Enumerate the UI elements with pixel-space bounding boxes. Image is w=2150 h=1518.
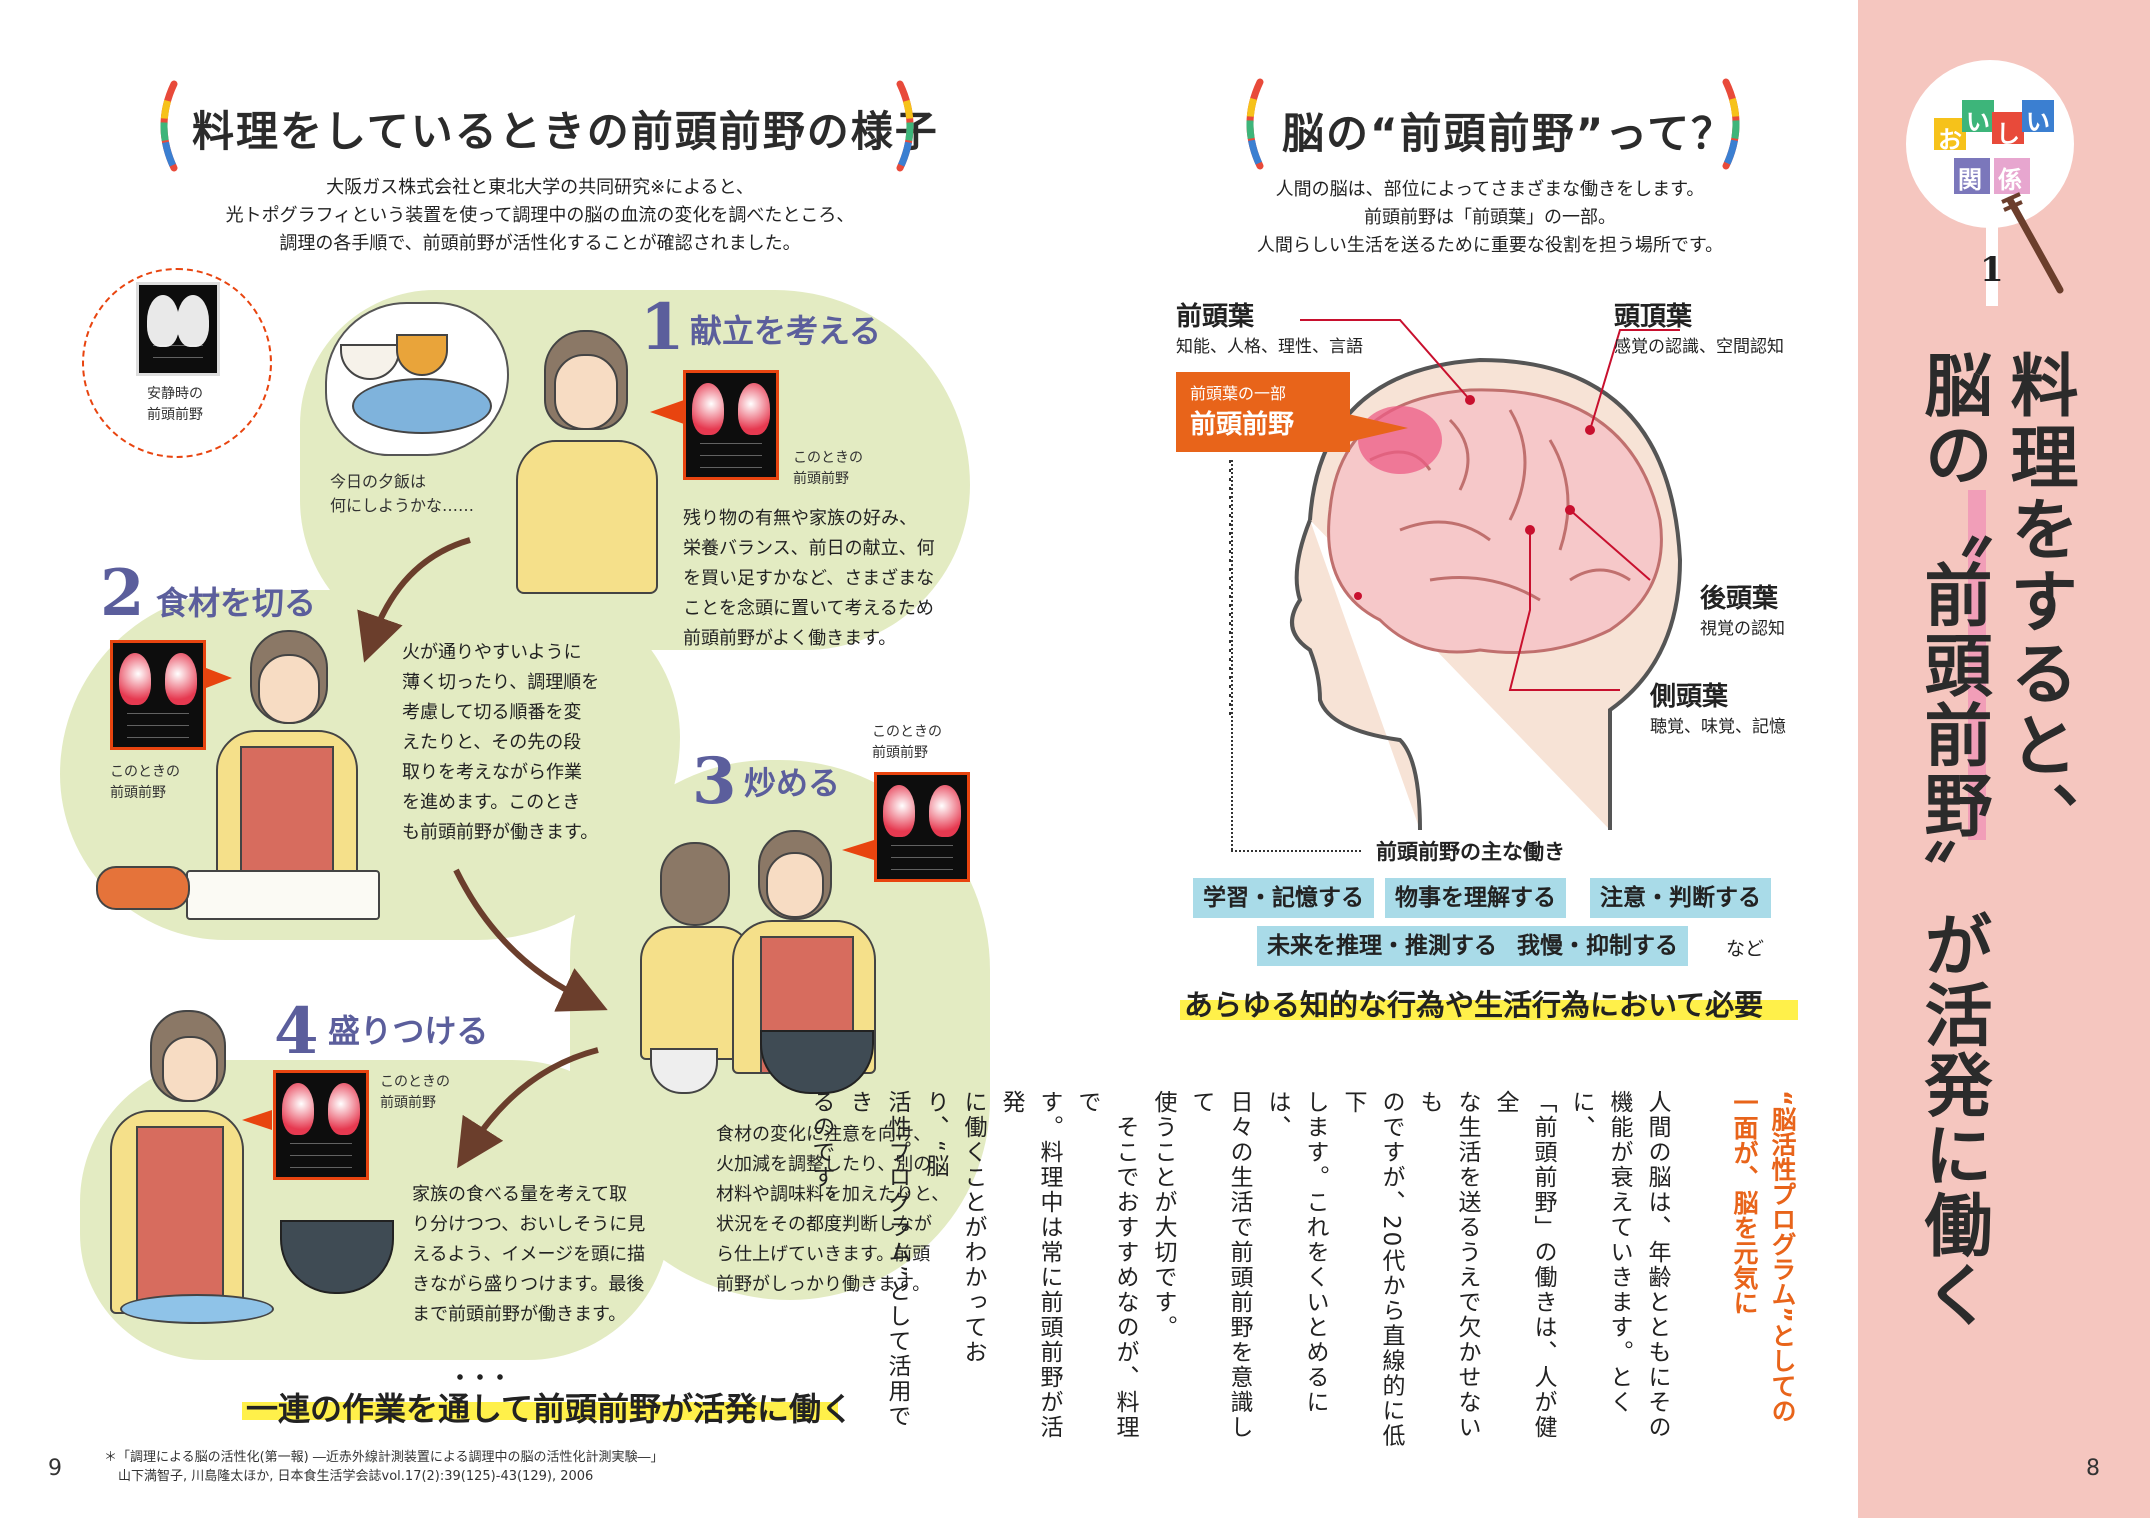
function-tag-infer: 未来を推理・推測する <box>1257 926 1507 966</box>
step4-text: 家族の食べる量を考えて取 り分けつつ、おいしそうに見 えるよう、イメージを頭に描… <box>412 1184 646 1325</box>
step3-title: 炒める <box>744 764 841 802</box>
badge-tile-kei <box>1994 158 2030 194</box>
sidebar-title-col1: 料理をすると、 <box>1998 350 2077 854</box>
step2-text: 火が通りやすいように 薄く切ったり、調理順を 考慮して切る順番を変 えたりと、そ… <box>402 642 600 843</box>
right-subheading: “脳活性プログラム”としての 一面が、脳を元気に <box>1730 1090 1797 1423</box>
woman-thinking-illustration <box>510 330 660 594</box>
frontal-lobe-label: 前頭葉 <box>1176 302 1255 332</box>
page-number-right: 8 <box>2086 1456 2100 1481</box>
occipital-lobe-label: 後頭葉 <box>1700 584 1779 614</box>
brain-diagram <box>1290 357 1683 830</box>
functions-label: 前頭前野の主な働き <box>1376 840 1565 864</box>
function-tag-understand: 物事を理解する <box>1385 878 1566 918</box>
badge-tile-kan <box>1954 158 1990 194</box>
step1-scan-pointer <box>650 400 684 424</box>
step1-caption: このときの 前頭前野 <box>793 450 863 487</box>
badge-text: お い し い 関 係 <box>1938 108 2050 194</box>
step4-title: 盛りつける <box>328 1012 489 1050</box>
step3-brain-scan <box>874 772 970 882</box>
emphasis-dots <box>450 1374 510 1380</box>
step2-number: 2 <box>100 556 145 631</box>
parietal-lobe-desc: 感覚の認識、空間認知 <box>1614 337 1784 357</box>
prefrontal-leader-dots-h <box>1231 850 1361 854</box>
right-highlight-underline <box>1180 1000 1798 1020</box>
frontal-lobe-desc: 知能、人格、理性、言語 <box>1176 337 1363 357</box>
left-intro: 大阪ガス株式会社と東北大学の共同研究※によると、 光トポグラフィという装置を使っ… <box>225 177 855 254</box>
function-tag-restrain: 我慢・抑制する <box>1507 926 1688 966</box>
rainbow-bracket-left-icon <box>1246 78 1264 170</box>
page-number-left: 9 <box>48 1456 62 1481</box>
prefrontal-callout: 前頭葉の一部 前頭前野 <box>1176 372 1350 452</box>
step1-brain-scan <box>683 370 779 480</box>
step2-title: 食材を切る <box>156 584 317 622</box>
badge-tile-o <box>1934 118 1966 150</box>
function-tag-judge: 注意・判断する <box>1590 878 1771 918</box>
rainbow-bracket-left-icon <box>160 80 178 172</box>
fork-icon <box>2001 192 2064 294</box>
rainbow-bracket-right-icon <box>896 80 914 172</box>
rainbow-bracket-right-icon <box>1722 78 1740 170</box>
pink-sidebar <box>1858 0 2150 1518</box>
cutting-board-illustration <box>186 870 380 920</box>
step3-scan-pointer <box>842 840 874 860</box>
parietal-lobe-label: 頭頂葉 <box>1614 302 1693 332</box>
step4-scan-pointer <box>242 1110 272 1130</box>
prefrontal-callout-pointer <box>1348 414 1408 442</box>
badge-tile-i2 <box>2022 100 2054 132</box>
right-body-text: 人間の脳は、年齢とともにその 機能が衰えていきます。とくに、 「前頭前野」の働き… <box>808 1090 1670 1449</box>
plates-illustration <box>120 1294 274 1324</box>
step3-text: 食材の変化に注意を向け、 火加減を調整したり、別の 材料や調味料を加えたりと、 … <box>716 1124 950 1295</box>
right-highlight: あらゆる知的な行為や生活行為において必要 <box>1184 988 1764 1022</box>
footnote: ＊「調理による脳の活性化(第一報) ―近赤外線計測装置による調理中の脳の活性化計… <box>104 1450 664 1484</box>
step1-text: 残り物の有無や家族の好み、 栄養バランス、前日の献立、何 を買い足すかなど、さま… <box>683 508 935 649</box>
badge-handle <box>1986 224 1998 306</box>
prefrontal-leader-dots <box>1231 460 1235 850</box>
resting-caption: 安静時の 前頭前野 <box>147 386 203 423</box>
frontal-dot <box>1354 592 1362 600</box>
temporal-lobe-label: 側頭葉 <box>1650 682 1729 712</box>
right-page-title: 脳の“前頭前野”って？ <box>1282 109 1736 158</box>
woman-serving-illustration <box>100 1010 250 1314</box>
badge-tile-shi <box>1992 112 2024 144</box>
flow-arrows <box>357 537 608 1169</box>
badge-tile-i <box>1962 100 1994 132</box>
occipital-lobe-desc: 視覚の認知 <box>1700 619 1785 639</box>
function-tag-learn: 学習・記憶する <box>1193 878 1374 918</box>
soup-bowl-illustration <box>396 334 448 376</box>
step1-number: 1 <box>640 290 685 365</box>
conclusion-underline <box>242 1402 838 1420</box>
badge-number: 1 <box>1980 250 2004 290</box>
step2-caption: このときの 前頭前野 <box>110 764 180 801</box>
step3-number: 3 <box>692 744 737 819</box>
sidebar-title-col2: 脳の〝前頭前野〟が活発に働く <box>1912 350 1991 1330</box>
step1-thought-text: 今日の夕飯は 何にしようかな…… <box>330 472 475 515</box>
brain-leader-lines <box>1229 319 1680 720</box>
dinner-plate-illustration <box>352 378 492 434</box>
step4-caption: このときの 前頭前野 <box>380 1074 450 1111</box>
left-page-title: 料理をしているときの前頭前野の様子 <box>192 107 939 156</box>
step1-title: 献立を考える <box>690 312 882 350</box>
woman-cutting-illustration <box>210 630 360 884</box>
carrots-illustration <box>96 866 190 910</box>
step3-caption: このときの 前頭前野 <box>872 724 942 761</box>
step4-brain-scan <box>273 1070 369 1180</box>
temporal-lobe-desc: 聴覚、味覚、記憶 <box>1650 717 1786 737</box>
step2-brain-scan <box>110 640 206 750</box>
right-intro: 人間の脳は、部位によってさまざまな働きをします。 前頭前野は「前頭葉」の一部。 … <box>1256 179 1724 256</box>
resting-brain-scan <box>136 282 220 376</box>
step4-number: 4 <box>274 994 319 1069</box>
sidebar-title-underline <box>1968 490 1986 840</box>
step2-scan-pointer <box>206 668 232 688</box>
resting-scan-circle <box>82 268 272 458</box>
functions-etc: など <box>1726 938 1765 960</box>
left-conclusion: 一連の作業を通して前頭前野が活発に働く <box>246 1390 854 1428</box>
